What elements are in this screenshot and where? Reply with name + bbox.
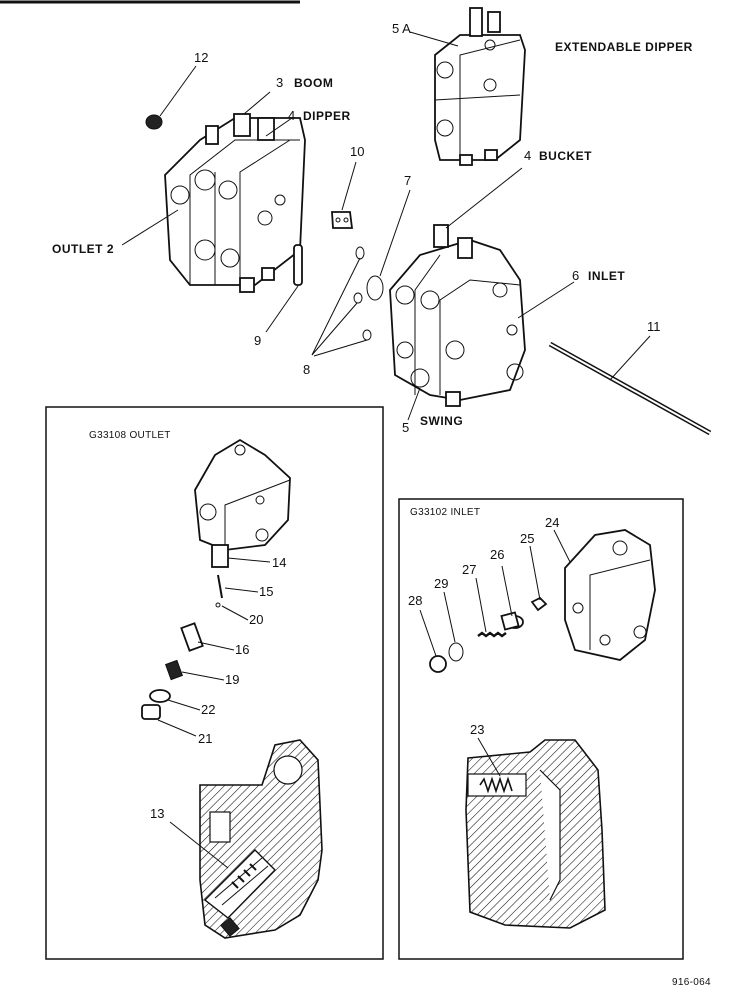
label-part-3: 3 — [276, 75, 283, 90]
label-part-12: 12 — [194, 50, 208, 65]
label-part-26: 26 — [490, 547, 504, 562]
extendable-dipper-section — [409, 7, 526, 166]
label-inlet: INLET — [588, 269, 625, 283]
label-part-21: 21 — [198, 731, 212, 746]
label-part-24: 24 — [545, 515, 559, 530]
label-part-14: 14 — [272, 555, 286, 570]
label-part-6: 6 — [572, 268, 579, 283]
label-part-4-bucket: 4 — [524, 148, 531, 163]
label-part-11: 11 — [647, 319, 661, 334]
inlet-box-title: G33102 INLET — [410, 507, 480, 518]
label-part-23: 23 — [470, 722, 484, 737]
label-part-5a: 5 A — [392, 21, 411, 36]
outlet-section-view — [169, 739, 323, 939]
figure-reference: 916-064 — [672, 977, 711, 988]
label-bucket: BUCKET — [539, 149, 592, 163]
label-part-15: 15 — [259, 584, 273, 599]
tie-rod-part-11 — [548, 335, 712, 436]
outlet-box-title: G33108 OUTLET — [89, 430, 171, 441]
label-part-22: 22 — [201, 702, 215, 717]
label-boom: BOOM — [294, 76, 333, 90]
label-dipper: DIPPER — [303, 109, 351, 123]
label-part-8: 8 — [303, 362, 310, 377]
label-part-7: 7 — [404, 173, 411, 188]
label-part-27: 27 — [462, 562, 476, 577]
bucket-swing-inlet-stack — [389, 167, 575, 421]
label-part-19: 19 — [225, 672, 239, 687]
label-part-4-dipper: 4 — [288, 108, 295, 123]
label-swing: SWING — [420, 414, 463, 428]
label-part-29: 29 — [434, 576, 448, 591]
label-part-5: 5 — [402, 420, 409, 435]
link-part-9 — [265, 244, 303, 333]
label-part-9: 9 — [254, 333, 261, 348]
outlet-block — [194, 438, 291, 568]
inlet-detail-box — [398, 498, 684, 960]
label-part-10: 10 — [350, 144, 364, 159]
plug-part-12 — [145, 65, 197, 130]
label-part-20: 20 — [249, 612, 263, 627]
label-part-25: 25 — [520, 531, 534, 546]
label-extendable-dipper: EXTENDABLE DIPPER — [555, 40, 693, 54]
inlet-section-view — [465, 737, 606, 929]
o-rings-part-7-8 — [311, 189, 411, 357]
outlet-detail-box — [45, 406, 384, 960]
label-part-28: 28 — [408, 593, 422, 608]
inlet-relief-parts — [419, 545, 548, 673]
gasket-part-10 — [331, 161, 357, 229]
outlet-relief-parts — [141, 574, 259, 737]
label-outlet-2: OUTLET 2 — [52, 242, 114, 256]
boom-dipper-valve-block — [121, 91, 306, 293]
inlet-block — [553, 529, 656, 661]
label-part-16: 16 — [235, 642, 249, 657]
label-part-13: 13 — [150, 806, 164, 821]
